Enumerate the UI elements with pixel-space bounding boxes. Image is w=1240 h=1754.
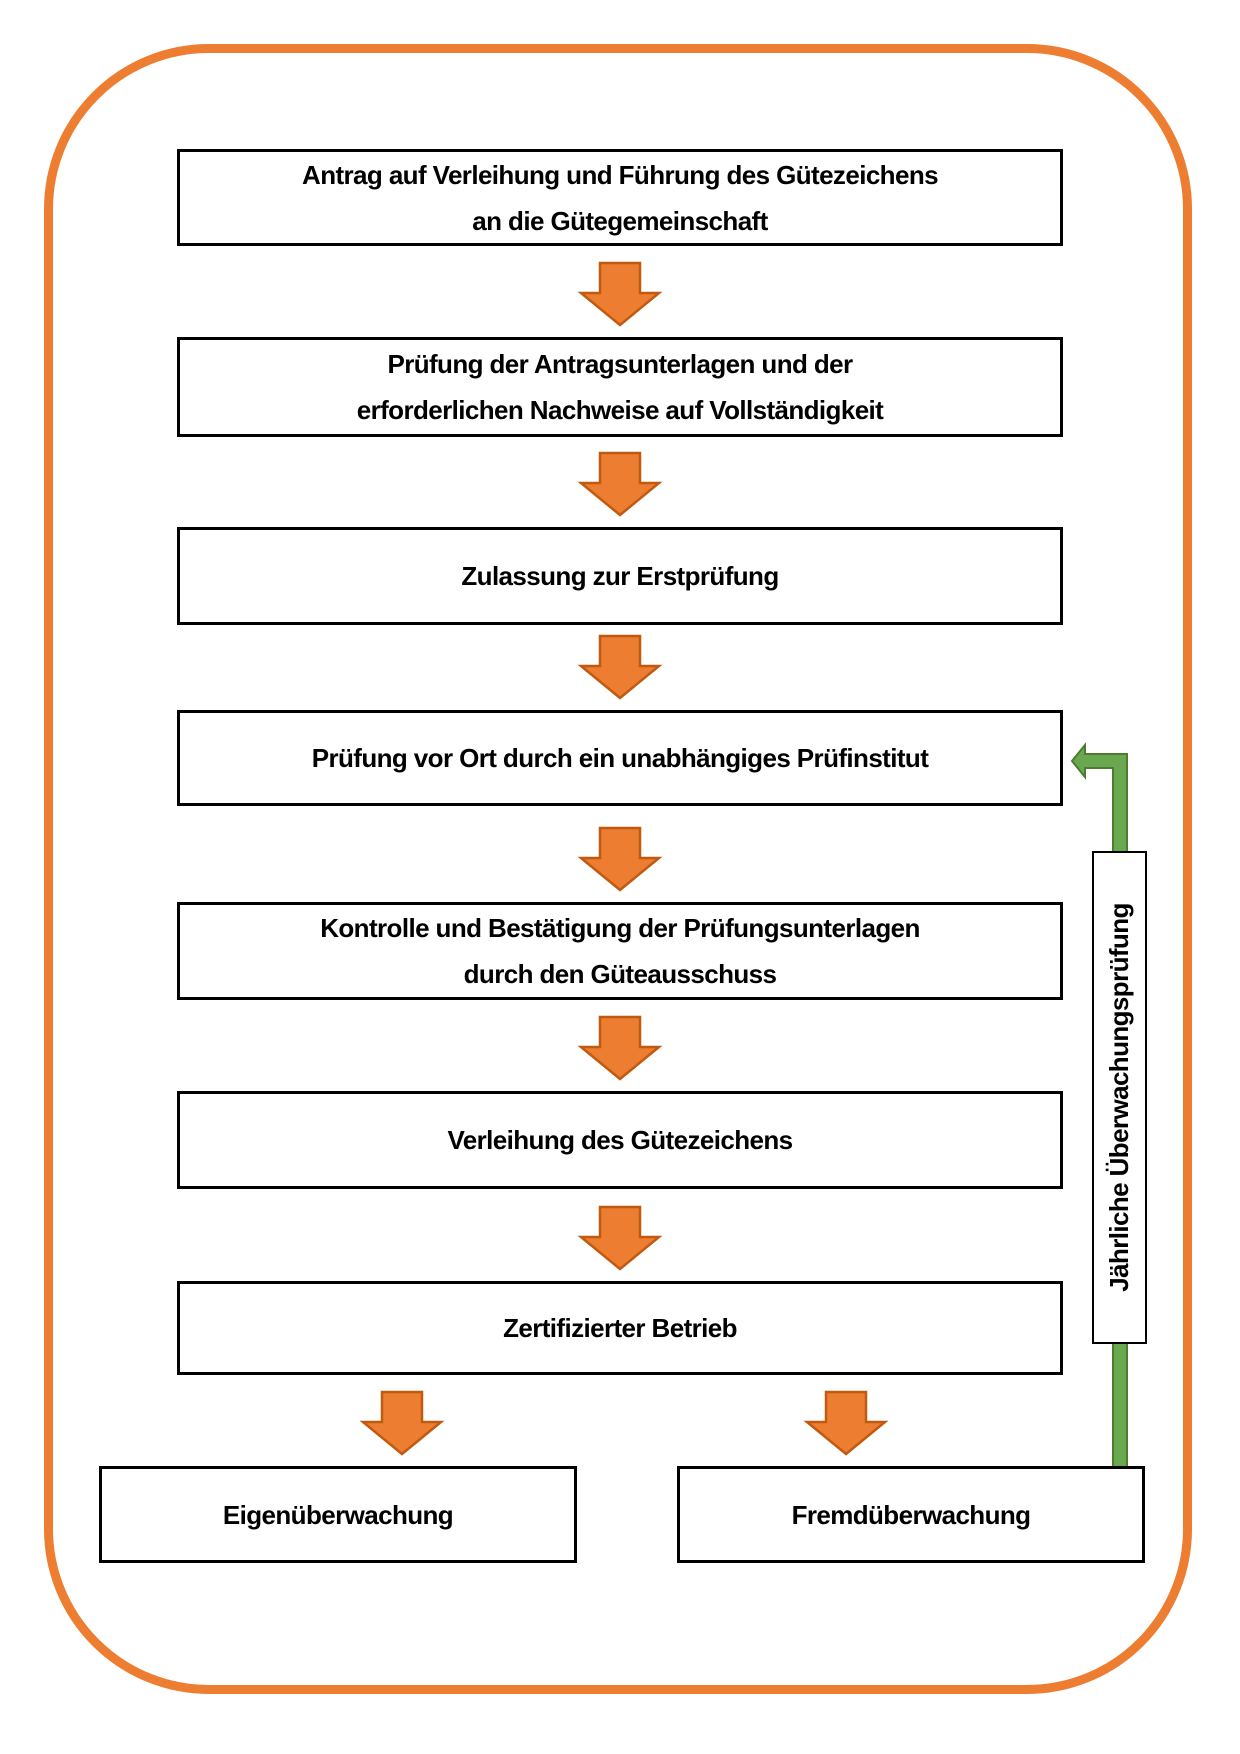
step-box-verleihung: Verleihung des Gütezeichens [177, 1091, 1063, 1189]
step-text-line: Prüfung vor Ort durch ein unabhängiges P… [311, 743, 929, 773]
branch-box-eigenueberwachung: Eigenüberwachung [99, 1466, 577, 1563]
annual-monitoring-label: Jährliche Überwachungsprüfung [1104, 903, 1135, 1292]
down-arrow-4 [577, 826, 663, 892]
down-arrow-6 [577, 1205, 663, 1271]
down-arrow-5 [577, 1015, 663, 1081]
step-box-zertifizierter-betrieb: Zertifizierter Betrieb [177, 1281, 1063, 1375]
step-text-line: durch den Güteausschuss [463, 959, 777, 989]
page-border-frame [44, 44, 1192, 1694]
step-text-line: Prüfung der Antragsunterlagen und der [387, 349, 853, 379]
step-text-line: erforderlichen Nachweise auf Vollständig… [356, 395, 884, 425]
step-box-antrag: Antrag auf Verleihung und Führung des Gü… [177, 149, 1063, 246]
down-arrow-eigen [359, 1390, 445, 1456]
step-text-line: Verleihung des Gütezeichens [447, 1125, 793, 1155]
step-text-line: Kontrolle und Bestätigung der Prüfungsun… [320, 913, 920, 943]
step-box-kontrolle: Kontrolle und Bestätigung der Prüfungsun… [177, 902, 1063, 1000]
annual-monitoring-label-box: Jährliche Überwachungsprüfung [1092, 851, 1147, 1344]
step-box-zulassung: Zulassung zur Erstprüfung [177, 527, 1063, 625]
step-box-pruefung-unterlagen: Prüfung der Antragsunterlagen und der er… [177, 337, 1063, 437]
down-arrow-1 [577, 261, 663, 327]
down-arrow-3 [577, 634, 663, 700]
down-arrow-fremd [803, 1390, 889, 1456]
step-text-line: Zertifizierter Betrieb [503, 1313, 737, 1343]
step-text-line: Antrag auf Verleihung und Führung des Gü… [302, 159, 939, 190]
branch-text: Eigenüberwachung [222, 1499, 454, 1530]
step-text-line: Zulassung zur Erstprüfung [461, 561, 779, 591]
down-arrow-2 [577, 451, 663, 517]
branch-box-fremdueberwachung: Fremdüberwachung [677, 1466, 1145, 1563]
step-box-pruefung-vor-ort: Prüfung vor Ort durch ein unabhängiges P… [177, 710, 1063, 806]
step-text-line: an die Gütegemeinschaft [472, 205, 768, 236]
branch-text: Fremdüberwachung [791, 1499, 1031, 1530]
